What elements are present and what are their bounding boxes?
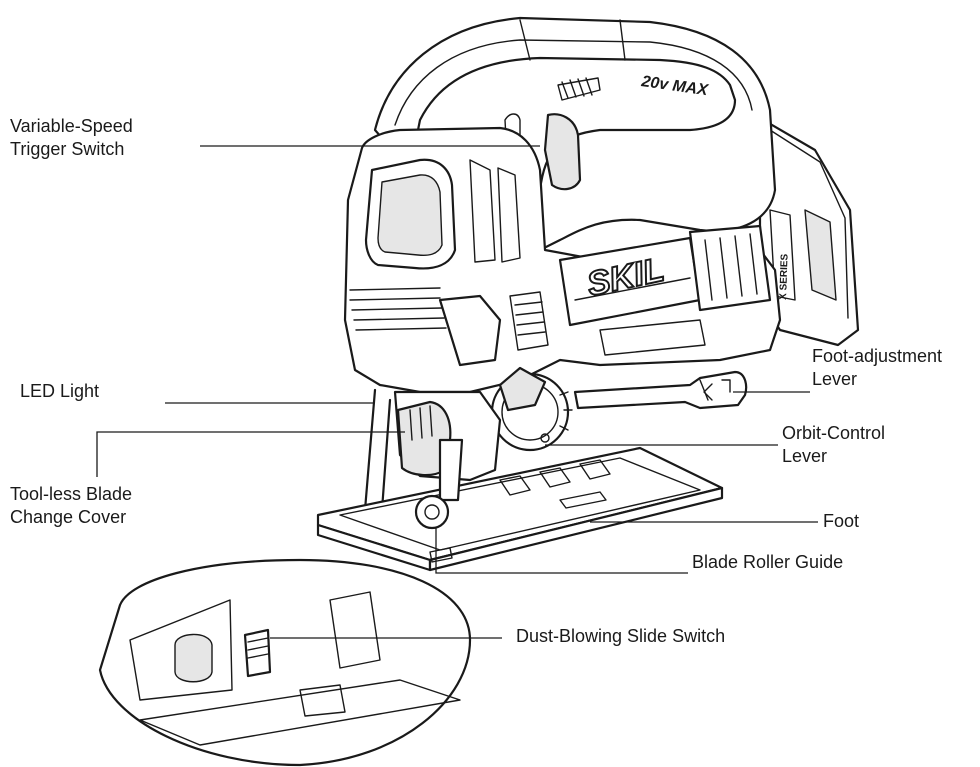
label-orbit: Orbit-Control Lever xyxy=(782,422,885,468)
series-marking: X SERIES xyxy=(778,253,791,300)
foot-plate xyxy=(316,446,724,572)
label-trigger: Variable-Speed Trigger Switch xyxy=(10,115,133,161)
label-foot-line1: Foot xyxy=(823,511,860,531)
label-roller-line1: Blade Roller Guide xyxy=(692,552,844,572)
inset-detail xyxy=(98,558,472,767)
label-dust: Dust-Blowing Slide Switch xyxy=(516,625,725,648)
label-roller: Blade Roller Guide xyxy=(692,551,843,574)
label-led-line1: LED Light xyxy=(20,381,100,401)
motor-housing xyxy=(343,126,782,394)
blade-roller-guide xyxy=(414,438,464,530)
label-orbit-line2: Lever xyxy=(782,446,828,466)
label-orbit-line1: Orbit-Control xyxy=(782,423,886,443)
label-dust-line1: Dust-Blowing Slide Switch xyxy=(516,626,726,646)
label-foot-adjust: Foot-adjustment Lever xyxy=(812,345,942,391)
leader-lines xyxy=(96,145,818,639)
label-trigger-line2: Trigger Switch xyxy=(10,139,125,159)
foot-adjustment-lever xyxy=(573,370,748,410)
handle xyxy=(373,16,777,252)
label-blade-cover: Tool-less Blade Change Cover xyxy=(10,483,132,529)
label-trigger-line1: Variable-Speed xyxy=(10,116,133,136)
label-led: LED Light xyxy=(20,380,99,403)
label-blade-cover-line1: Tool-less Blade xyxy=(10,484,133,504)
label-foot-adjust-line2: Lever xyxy=(812,369,858,389)
label-foot: Foot xyxy=(823,510,859,533)
orbit-dial xyxy=(490,366,573,452)
label-foot-adjust-line1: Foot-adjustment xyxy=(812,346,943,366)
gear-housing xyxy=(363,388,502,521)
label-blade-cover-line2: Change Cover xyxy=(10,507,127,527)
voltage-marking: 20v MAX xyxy=(639,73,710,99)
